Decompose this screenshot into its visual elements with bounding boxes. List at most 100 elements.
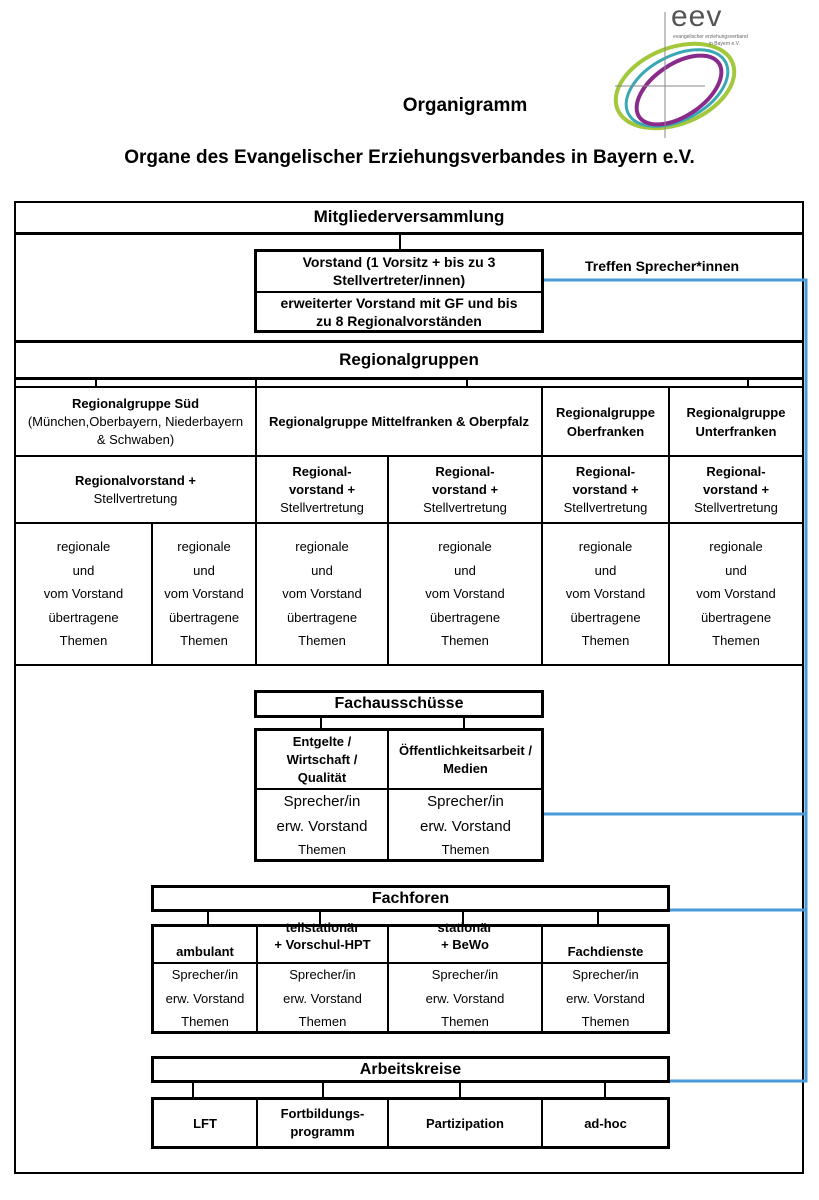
arbeitskreis-lft: LFT — [154, 1100, 256, 1146]
vorstand-line1: Vorstand (1 Vorsitz + bis zu 3 — [302, 254, 496, 270]
fachforen-label: Fachforen — [371, 889, 450, 907]
logo: eev evangelischer erziehungsverband in B… — [605, 0, 755, 140]
erweiterter-vorstand-line1: erweiterter Vorstand mit GF und bis — [280, 295, 518, 311]
treffen-sprecher: Treffen Sprecher*innen — [585, 258, 740, 274]
divider — [257, 291, 541, 293]
sprecher-label: Sprecher/in — [171, 967, 239, 983]
themen-line: regionale — [709, 539, 763, 555]
fachforen-title: Fachforen — [151, 885, 670, 912]
divider — [541, 386, 543, 665]
fachforum-stationaer: stationär + BeWo — [389, 919, 541, 959]
arbeitskreis-label: ad-hoc — [584, 1115, 627, 1131]
arbeitskreise-label: Arbeitskreise — [359, 1060, 462, 1078]
connector — [322, 1083, 324, 1097]
regionalvorstand-line: Regional- — [435, 463, 495, 479]
regionalgruppe-sued-detail: & Schwaben) — [96, 431, 175, 447]
themen-line: und — [311, 562, 333, 578]
themen-line: und — [725, 562, 747, 578]
fachforum-label: stationär — [437, 920, 493, 935]
regionalgruppe-unterfranken-line: Regionalgruppe — [686, 404, 786, 420]
divider — [14, 455, 804, 457]
fachforum-label: ambulant — [176, 943, 234, 959]
vorstand: Vorstand (1 Vorsitz + bis zu 3 Stellvert… — [257, 251, 541, 291]
logo-swirl — [613, 12, 737, 138]
divider — [256, 925, 258, 1033]
regionalgruppe-unterfranken-line: Unterfranken — [695, 423, 777, 439]
themen-line: vom Vorstand — [425, 586, 505, 602]
mitgliederversammlung-label: Mitgliederversammlung — [313, 207, 505, 226]
fachforum-label: + BeWo — [441, 937, 489, 952]
erw-vorstand-label: erw. Vorstand — [283, 990, 362, 1006]
fachausschuss-entgelte: Entgelte / Wirtschaft / Qualität — [257, 731, 387, 788]
erw-vorstand-label: erw. Vorstand — [420, 818, 511, 835]
themen-line: regionale — [578, 539, 633, 555]
regionalgruppe-oberfranken-line: Oberfranken — [566, 423, 645, 439]
regionalgruppe-oberfranken-line: Regionalgruppe — [556, 404, 655, 420]
fachforum-details: Sprecher/in erw. Vorstand Themen — [389, 964, 541, 1033]
logo-text: eev — [671, 0, 723, 33]
themen-line: Themen — [298, 633, 346, 649]
regionalvorstand-line: Regional- — [706, 463, 766, 479]
regionalvorstand-line: Regional- — [292, 463, 352, 479]
regionalvorstand: Regional- vorstand + Stellvertretung — [389, 457, 541, 522]
fachausschuesse-table — [254, 728, 544, 862]
divider — [153, 962, 668, 964]
themen-label: Themen — [298, 842, 346, 857]
fachforum-details: Sprecher/in erw. Vorstand Themen — [154, 964, 256, 1033]
divider — [14, 386, 804, 388]
arbeitskreis-adhoc: ad-hoc — [543, 1100, 668, 1146]
connector — [207, 912, 209, 924]
regionalvorstand-line: Stellvertretung — [563, 499, 648, 515]
connector — [255, 379, 257, 386]
themen-line: Themen — [441, 633, 489, 649]
regionalgruppe-unterfranken: Regionalgruppe Unterfranken — [670, 388, 802, 455]
fachausschuesse-label: Fachausschüsse — [334, 695, 464, 712]
divider — [14, 664, 804, 666]
themen-line: und — [193, 562, 215, 578]
regional-themen: regionale und vom Vorstand übertragene T… — [543, 524, 668, 664]
regionalvorstand: Regional- vorstand + Stellvertretung — [257, 457, 387, 522]
themen-line: regionale — [56, 539, 111, 555]
mitgliederversammlung: Mitgliederversammlung — [14, 202, 804, 235]
arbeitskreis-partizipation: Partizipation — [389, 1100, 541, 1146]
themen-line: übertragene — [700, 609, 772, 625]
arbeitskreis-fortbildung: Fortbildungs- programm — [258, 1100, 387, 1146]
fachausschuss-oeffentlichkeitsarbeit: Öffentlichkeitsarbeit / Medien — [389, 731, 542, 788]
divider — [387, 1098, 389, 1148]
divider — [14, 340, 804, 343]
connector — [399, 235, 401, 250]
themen-line: übertragene — [286, 609, 358, 625]
divider — [387, 455, 389, 665]
arbeitskreis-label: LFT — [193, 1115, 217, 1131]
regional-themen: regionale und vom Vorstand übertragene T… — [153, 524, 255, 664]
themen-line: Themen — [59, 633, 108, 649]
arbeitskreis-label: Fortbildungs- — [280, 1106, 365, 1121]
divider — [14, 377, 804, 380]
erweiterter-vorstand: erweiterter Vorstand mit GF und bis zu 8… — [257, 293, 541, 331]
arbeitskreis-label: programm — [290, 1124, 355, 1139]
arbeitskreis-label: Partizipation — [425, 1115, 504, 1131]
divider — [151, 522, 153, 665]
themen-line: übertragene — [168, 609, 240, 625]
regionalvorstand-line: Stellvertretung — [423, 499, 507, 515]
fachforum-fachdienste: Fachdienste — [543, 940, 668, 962]
logo-subtext-2: in Bayern e.V. — [709, 41, 740, 47]
themen-line: und — [72, 562, 95, 578]
regionalvorstand-line: Stellvertretung — [93, 490, 178, 506]
arbeitskreise-title: Arbeitskreise — [151, 1056, 670, 1083]
fachforum-ambulant: ambulant — [154, 940, 256, 962]
erw-vorstand-label: erw. Vorstand — [165, 990, 245, 1006]
page-title: Organigramm — [402, 95, 528, 116]
erw-vorstand-label: erw. Vorstand — [276, 818, 368, 835]
themen-line: regionale — [295, 539, 349, 555]
regionalgruppe-mittelfranken-name: Regionalgruppe Mittelfranken & Oberpfalz — [268, 414, 530, 429]
regionalvorstand-line: vorstand + — [431, 481, 499, 497]
fachausschuss-line: Entgelte / — [292, 733, 352, 749]
fachausschuss-line: Qualität — [297, 769, 347, 785]
themen-line: vom Vorstand — [696, 586, 776, 602]
connector — [320, 718, 322, 728]
divider — [387, 925, 389, 1033]
connector — [604, 1083, 606, 1097]
themen-label: Themen — [181, 1014, 229, 1030]
divider — [14, 522, 804, 524]
